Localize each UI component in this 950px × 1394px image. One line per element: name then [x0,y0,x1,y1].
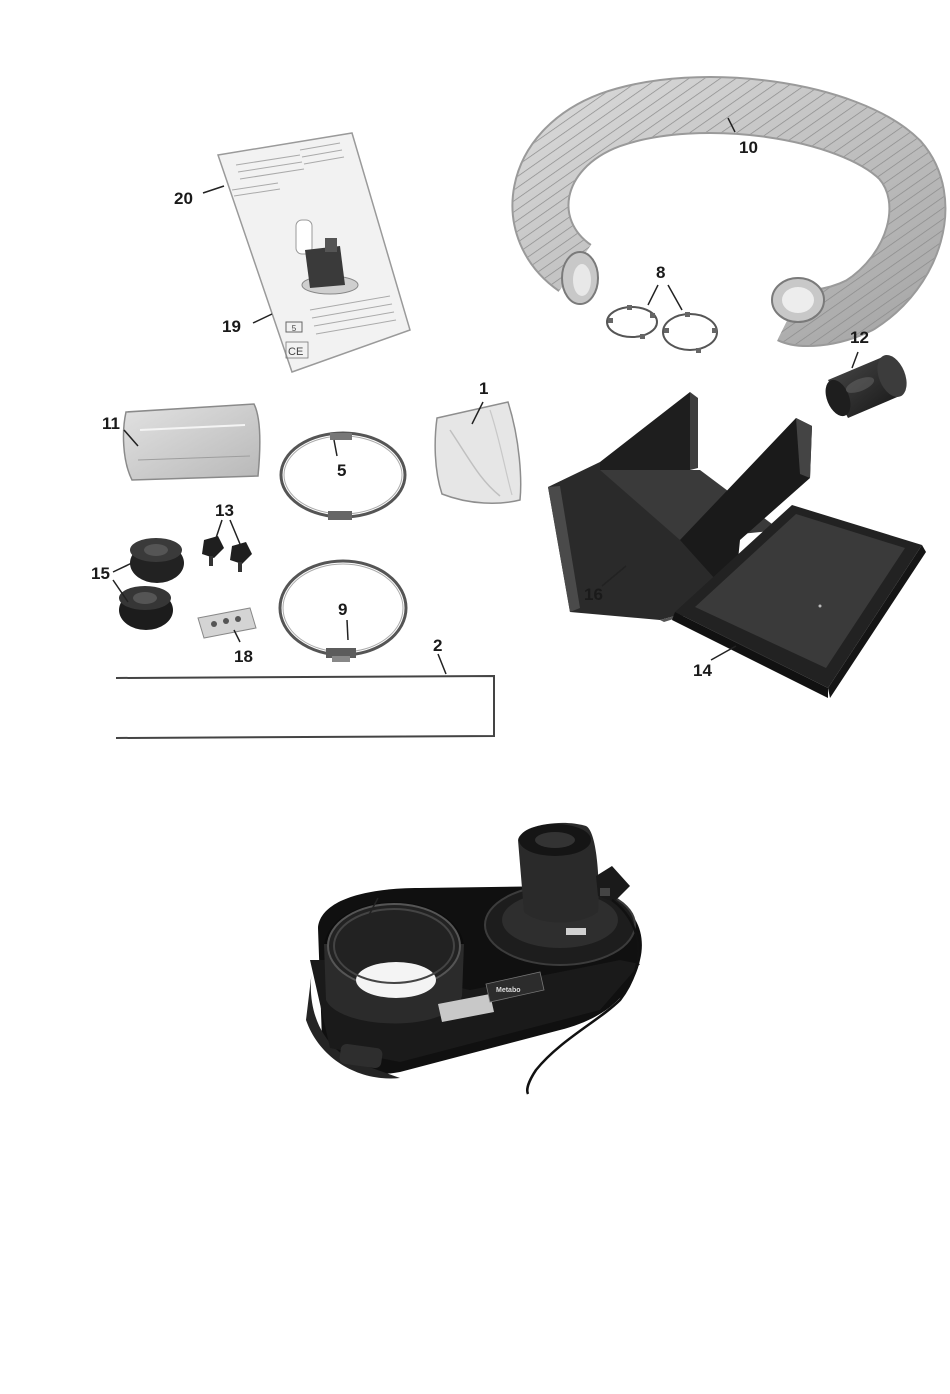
leader-8a [648,285,658,305]
label-9: 9 [338,601,347,618]
filter-bag [435,402,521,503]
leader-8b [668,285,682,310]
operating-manual: 5 CE [218,133,410,372]
label-14: 14 [693,662,712,679]
label-2: 2 [433,637,442,654]
leader-13a [216,520,222,538]
star-knobs [202,536,252,572]
ce-mark: CE [288,346,303,358]
label-1: 1 [479,380,488,397]
leader-2 [438,654,446,674]
leader-12 [852,352,858,368]
label-10: 10 [739,139,758,156]
label-11: 11 [102,415,120,432]
label-13: 13 [215,502,234,519]
label-18: 18 [234,648,253,665]
label-20: 20 [174,190,193,207]
leader-5 [334,440,337,456]
suction-hose [540,105,917,322]
suction-unit: Metabo [306,823,642,1094]
support-rod [116,676,494,738]
label-16: 16 [584,586,603,603]
label-19: 19 [222,318,241,335]
leader-19 [253,314,272,323]
leader-20 [203,186,224,193]
label-8: 8 [656,264,665,281]
plastic-bag [124,404,260,480]
hose-adapter [821,351,913,420]
leader-9 [347,620,348,640]
leader-13b [230,520,240,544]
leader-14 [711,646,736,660]
castor-wheels [119,538,184,630]
manual-page-ref: 5 [292,324,297,333]
label-5: 5 [337,462,346,479]
screw-bag [198,608,256,638]
label-15: 15 [91,565,110,582]
hose-clamps [607,305,717,353]
label-12: 12 [850,329,869,346]
machine-brand: Metabo [496,987,521,994]
